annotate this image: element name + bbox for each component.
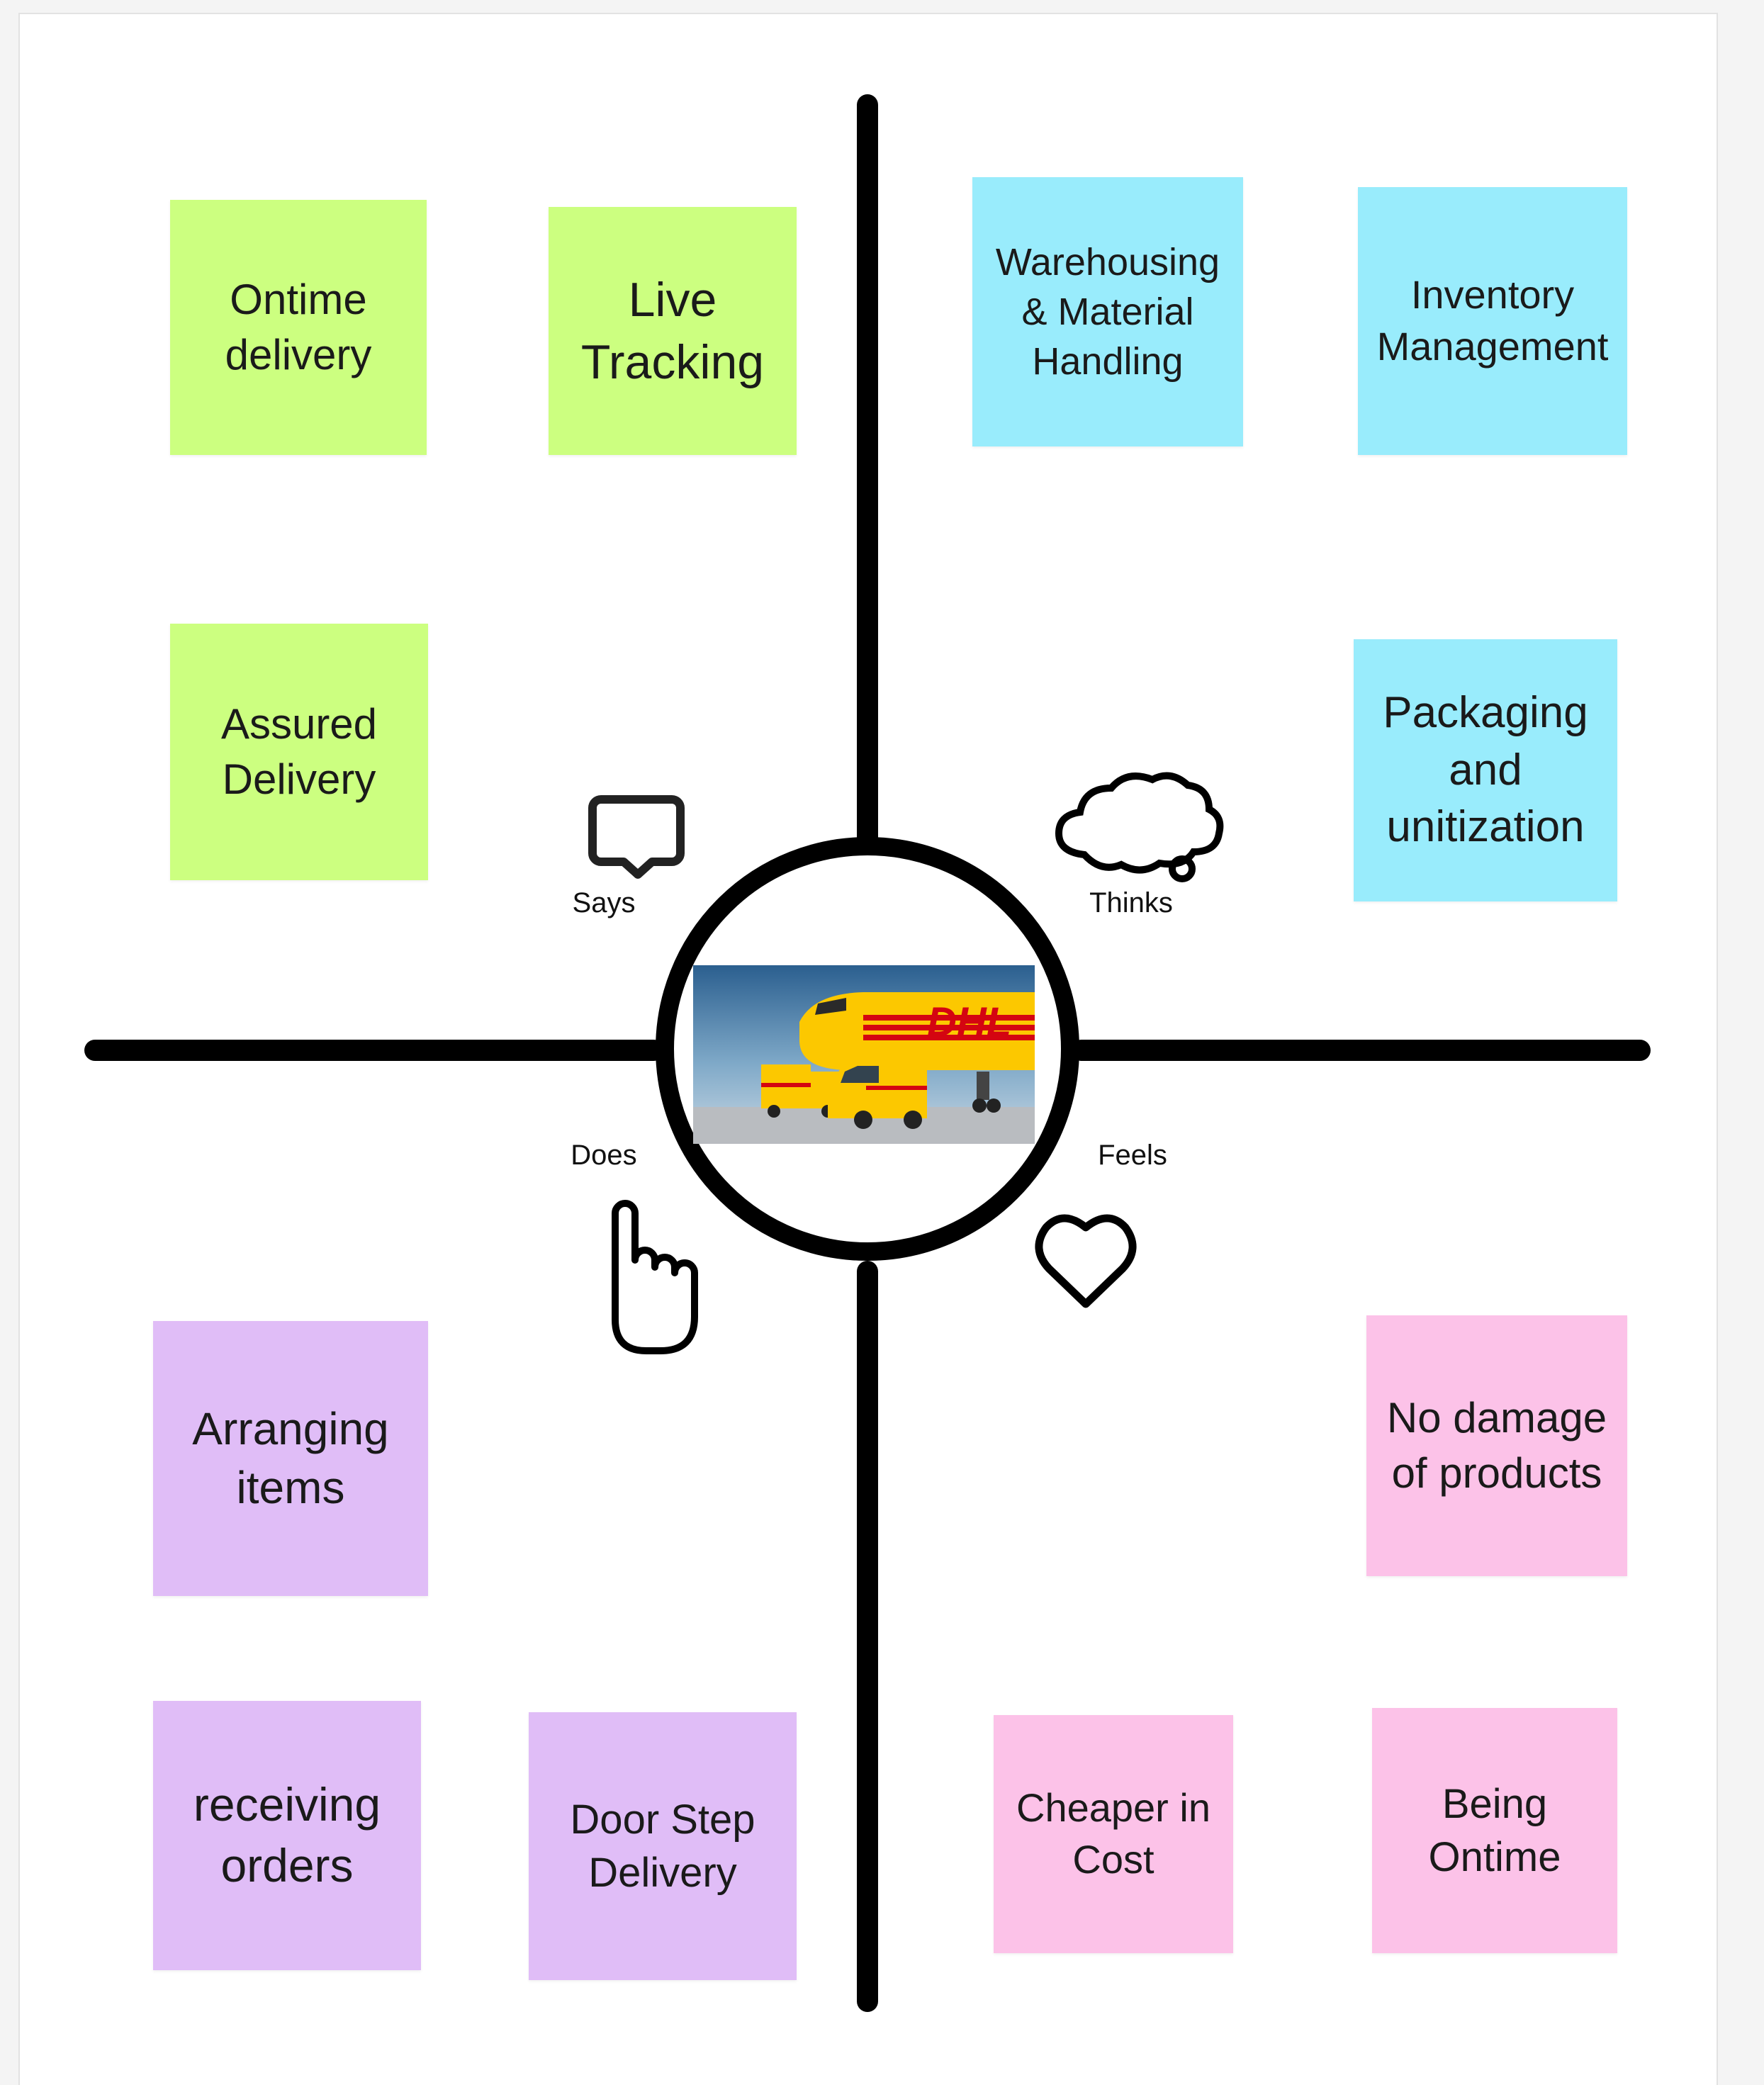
label-says: Says	[572, 887, 636, 918]
speech-bubble-icon	[588, 795, 685, 879]
dhl-photo: DHL	[693, 965, 1035, 1144]
sticky-note-says[interactable]: Ontime delivery	[170, 200, 427, 455]
sticky-note-feels[interactable]: Cheaper in Cost	[994, 1715, 1233, 1953]
sticky-note-says[interactable]: Live Tracking	[549, 207, 797, 455]
label-feels: Feels	[1098, 1140, 1167, 1171]
pointing-hand-icon	[612, 1200, 698, 1354]
sticky-note-says[interactable]: Assured Delivery	[170, 624, 428, 880]
sticky-note-does[interactable]: Door Step Delivery	[529, 1712, 797, 1980]
thought-cloud-icon	[1055, 772, 1224, 882]
sticky-note-does[interactable]: Arranging items	[153, 1321, 428, 1596]
plane-brand-text: DHL	[927, 999, 1011, 1045]
sticky-note-thinks[interactable]: Warehousing & Material Handling	[972, 177, 1243, 446]
sticky-note-thinks[interactable]: Inventory Management	[1358, 187, 1627, 455]
label-does: Does	[571, 1140, 637, 1171]
sticky-note-feels[interactable]: No damage of products	[1366, 1315, 1627, 1576]
sticky-note-feels[interactable]: Being Ontime	[1372, 1708, 1617, 1953]
sticky-note-thinks[interactable]: Packaging and unitization	[1354, 639, 1617, 901]
label-thinks: Thinks	[1089, 887, 1173, 918]
sticky-note-does[interactable]: receiving orders	[153, 1701, 421, 1970]
heart-icon	[1035, 1214, 1137, 1308]
